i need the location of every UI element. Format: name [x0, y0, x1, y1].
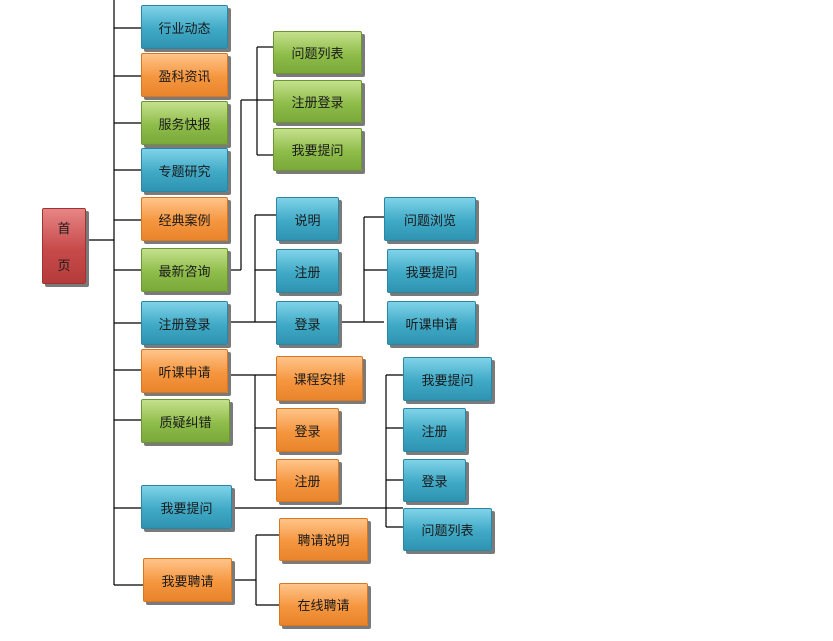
- root-node-homepage[interactable]: 首 页: [42, 208, 86, 284]
- node-kechenganpai[interactable]: 课程安排: [276, 356, 363, 401]
- node-woyaotiwen-a[interactable]: 我要提问: [273, 128, 362, 171]
- node-label: 说明: [294, 213, 321, 229]
- root-label-bottom: 页: [57, 259, 71, 274]
- node-shuoming[interactable]: 说明: [276, 197, 339, 241]
- node-tingke[interactable]: 听课申请: [141, 349, 228, 393]
- node-label: 聘请说明: [297, 534, 350, 549]
- node-label: 登录: [421, 475, 448, 490]
- node-zhuce-e[interactable]: 注册: [403, 408, 466, 452]
- node-label: 我要提问: [405, 265, 458, 281]
- node-zaixianpinqing[interactable]: 在线聘请: [279, 583, 368, 626]
- node-label: 在线聘请: [297, 599, 350, 614]
- node-tingkeshenqing[interactable]: 听课申请: [387, 301, 476, 345]
- node-label: 登录: [294, 424, 321, 440]
- node-label: 注册: [421, 424, 448, 440]
- node-label: 质疑纠错: [159, 415, 212, 431]
- node-pinqing[interactable]: 我要聘请: [143, 558, 232, 602]
- node-label: 问题浏览: [403, 213, 456, 229]
- node-woyaotiwen-e[interactable]: 我要提问: [403, 357, 492, 401]
- node-fuwu[interactable]: 服务快报: [141, 101, 228, 145]
- node-label: 注册: [294, 475, 321, 490]
- node-label: 我要提问: [160, 501, 213, 517]
- node-label: 听课申请: [405, 317, 458, 333]
- node-label: 行业动态: [158, 21, 211, 37]
- node-zhuce[interactable]: 注册登录: [141, 301, 228, 345]
- node-pinqingshuoming[interactable]: 聘请说明: [279, 518, 368, 561]
- node-wentiliebiao[interactable]: 问题列表: [273, 31, 362, 74]
- node-label: 听课申请: [158, 365, 211, 381]
- node-zhucedenglu[interactable]: 注册登录: [273, 80, 362, 123]
- node-label: 经典案例: [158, 213, 211, 229]
- node-zhuce-d[interactable]: 注册: [276, 459, 339, 502]
- node-label: 我要聘请: [161, 574, 214, 590]
- node-label: 我要提问: [421, 373, 474, 389]
- node-zhuce-b[interactable]: 注册: [276, 249, 339, 293]
- node-woyaotiwen-c[interactable]: 我要提问: [387, 249, 476, 293]
- node-label: 最新咨询: [158, 264, 211, 280]
- node-label: 专题研究: [158, 164, 211, 180]
- node-label: 服务快报: [158, 117, 211, 133]
- node-hangye[interactable]: 行业动态: [141, 5, 228, 49]
- node-wentiliulan[interactable]: 问题浏览: [384, 197, 476, 241]
- node-zhiyi[interactable]: 质疑纠错: [141, 399, 230, 443]
- node-label: 注册登录: [291, 96, 344, 111]
- node-label: 我要提问: [291, 144, 344, 159]
- node-denglu-d[interactable]: 登录: [276, 408, 339, 452]
- node-label: 课程安排: [293, 373, 346, 388]
- node-label: 注册: [294, 265, 321, 281]
- node-denglu-e[interactable]: 登录: [403, 459, 466, 502]
- node-label: 登录: [294, 317, 321, 333]
- node-tiwen[interactable]: 我要提问: [141, 485, 232, 529]
- node-label: 问题列表: [291, 47, 344, 62]
- node-zuixin[interactable]: 最新咨询: [141, 248, 228, 292]
- root-label-top: 首: [57, 222, 71, 237]
- node-jingdian[interactable]: 经典案例: [141, 197, 228, 241]
- node-zhuanti[interactable]: 专题研究: [141, 148, 228, 192]
- node-denglu-b[interactable]: 登录: [276, 301, 339, 345]
- node-wentiliebiao-e[interactable]: 问题列表: [403, 508, 492, 551]
- node-yingke[interactable]: 盈科资讯: [141, 53, 228, 97]
- node-label: 盈科资讯: [158, 69, 211, 85]
- node-label: 问题列表: [421, 524, 474, 539]
- node-label: 注册登录: [158, 317, 211, 333]
